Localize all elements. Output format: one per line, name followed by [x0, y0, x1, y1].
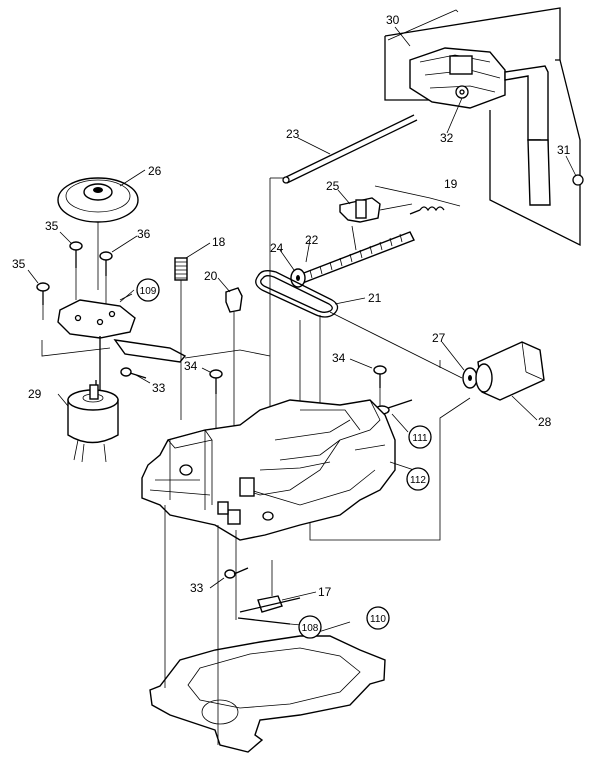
- part-17: [239, 560, 301, 613]
- label-24: 24: [270, 241, 284, 255]
- label-26: 26: [148, 164, 162, 178]
- guide-rod-23: [269, 114, 418, 440]
- turntable-26: [57, 177, 139, 290]
- bottom-plate-110: [149, 621, 386, 753]
- label-34-right: 34: [332, 351, 346, 365]
- spindle-motor-29: [67, 336, 119, 463]
- label-22: 22: [305, 233, 319, 247]
- label-17: 17: [318, 585, 332, 599]
- worm-gear-24: [290, 268, 306, 288]
- label-19: 19: [444, 177, 458, 191]
- screw-36: [99, 251, 113, 305]
- label-35-lower: 35: [12, 257, 26, 271]
- callout-110: 110: [366, 606, 390, 630]
- pulley-27: [329, 311, 478, 389]
- spindle-bracket-109: [41, 293, 271, 363]
- callout-111: 111: [408, 425, 432, 449]
- main-chassis: [141, 399, 396, 541]
- label-36: 36: [137, 227, 151, 241]
- label-21: 21: [368, 291, 382, 305]
- circled-labels: 109 111 112 108 110: [136, 278, 432, 639]
- label-34-left: 34: [184, 359, 198, 373]
- label-110: 110: [370, 614, 386, 625]
- label-20: 20: [204, 269, 218, 283]
- leader-lines: [27, 26, 577, 601]
- callout-112: 112: [406, 467, 430, 491]
- part-labels: 30 23 32 31 26 25 19 35 36 18 22 24 20 2…: [12, 13, 571, 599]
- screw-33-upper: [120, 367, 147, 379]
- label-23: 23: [286, 127, 300, 141]
- label-29: 29: [28, 387, 42, 401]
- label-18: 18: [212, 235, 226, 249]
- screw-34-right: [373, 365, 387, 410]
- label-33-lower: 33: [190, 581, 204, 595]
- spring-18: [174, 257, 188, 420]
- label-108: 108: [302, 623, 319, 634]
- label-33-upper: 33: [152, 381, 166, 395]
- label-109: 109: [140, 286, 157, 297]
- bracket-20: [225, 287, 243, 430]
- label-32: 32: [440, 131, 454, 145]
- assembly-guide-lines: [164, 110, 491, 745]
- sled-motor-28: [309, 341, 545, 541]
- callout-108: 108: [298, 615, 322, 639]
- label-30: 30: [386, 13, 400, 27]
- spring-19: [409, 206, 445, 215]
- label-27: 27: [432, 331, 446, 345]
- label-35-upper: 35: [45, 219, 59, 233]
- screw-33-lower: [224, 567, 249, 579]
- label-25: 25: [326, 179, 340, 193]
- screw-35-upper: [69, 241, 83, 300]
- sled-clip-25: [339, 185, 461, 223]
- callout-109: 109: [136, 278, 160, 302]
- label-112: 112: [410, 475, 426, 486]
- label-28: 28: [538, 415, 552, 429]
- screw-35-lower: [36, 282, 50, 320]
- label-111: 111: [412, 433, 428, 444]
- label-31: 31: [557, 143, 571, 157]
- pickup-assembly-30: [384, 7, 584, 247]
